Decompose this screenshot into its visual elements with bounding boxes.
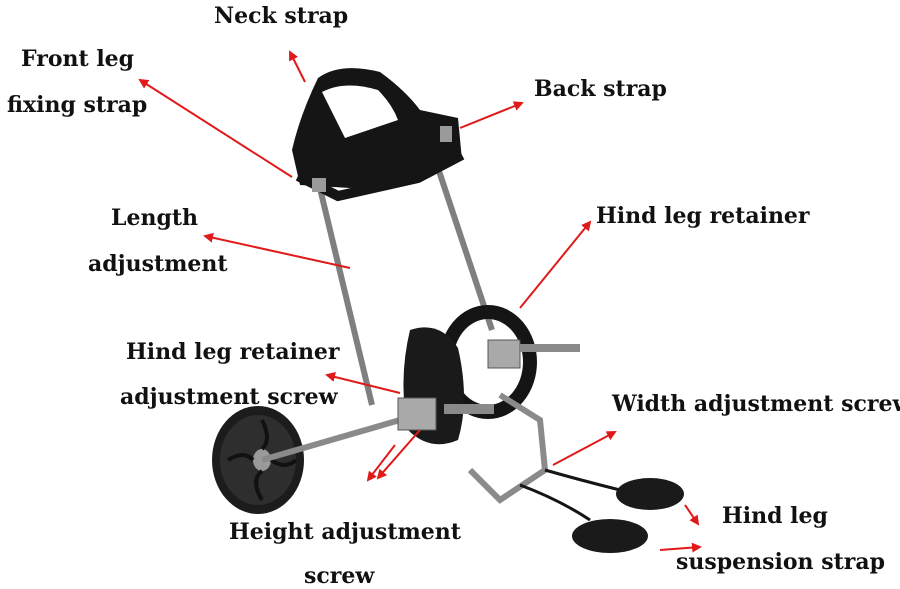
width-bar	[444, 404, 494, 414]
label-neck-strap: Neck strap	[214, 3, 349, 29]
arrow-hind-leg-retainer	[519, 220, 592, 309]
arrow-neck-strap	[289, 50, 306, 83]
label-front-leg-line1: Front leg	[21, 46, 135, 72]
axle	[261, 417, 401, 463]
right-frame-rod	[435, 167, 495, 331]
label-retainer-screw-line1: Hind leg retainer	[126, 339, 340, 365]
label-height-line1: Height adjustment	[229, 519, 461, 545]
arrow-height-screw-1	[366, 444, 396, 482]
arrow-length-adjustment	[203, 232, 351, 269]
label-length-line2: adjustment	[88, 251, 228, 277]
label-retainer-screw-line2: adjustment screw	[120, 384, 338, 410]
callout-arrows	[138, 50, 702, 553]
label-length-line1: Length	[111, 205, 199, 231]
wheel	[212, 406, 304, 514]
left-frame-rod	[315, 179, 375, 406]
wheelchair-illustration	[212, 68, 684, 553]
label-suspension-line2: suspension strap	[676, 549, 885, 575]
cross-bar	[520, 344, 580, 352]
label-height-line2: screw	[304, 563, 375, 589]
arrow-suspension-2	[659, 542, 702, 553]
label-suspension-line1: Hind leg	[722, 503, 828, 529]
label-width-screw: Width adjustment screw	[612, 391, 900, 417]
arrow-suspension-1	[684, 504, 700, 526]
label-hind-leg-retainer: Hind leg retainer	[596, 203, 810, 229]
arrow-retainer-screw	[325, 372, 401, 394]
height-adjustment-block	[397, 397, 437, 431]
label-back-strap: Back strap	[534, 76, 667, 102]
suspension-stirrups	[519, 468, 684, 553]
arrow-back-strap	[459, 101, 524, 129]
arrow-width-screw	[552, 431, 617, 466]
arrow-front-leg-strap	[138, 78, 293, 178]
retainer-block	[487, 339, 521, 369]
front-harness	[292, 68, 465, 202]
arrow-height-screw-2	[376, 429, 421, 480]
label-front-leg-line2: fixing strap	[7, 92, 148, 118]
